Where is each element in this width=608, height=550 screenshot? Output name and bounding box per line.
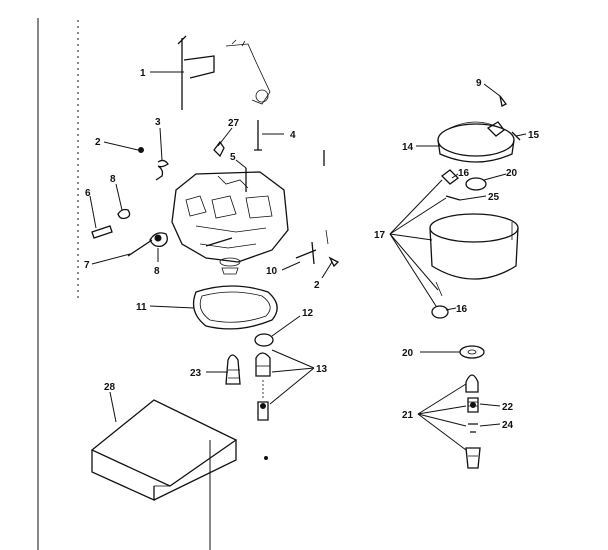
label-27: 27 (228, 118, 240, 129)
part-6-needle-screw (91, 225, 113, 239)
part-23-main-jet (225, 354, 241, 385)
label-24: 24 (502, 420, 514, 431)
dot-mark (264, 456, 268, 460)
label-3: 3 (155, 117, 161, 128)
part-13-nozzle (255, 352, 271, 421)
label-14: 14 (402, 142, 414, 153)
part-21-nozzle-assembly (465, 374, 481, 469)
part-7-idle-needle (127, 239, 153, 257)
part-10-pin (325, 229, 329, 245)
leader-12 (271, 315, 301, 337)
leader-13b (271, 367, 315, 373)
part-20a-seal (465, 177, 487, 191)
leader-17e (389, 233, 437, 307)
part-3-spring (155, 159, 169, 181)
label-23: 23 (190, 368, 202, 379)
leader-20a (483, 173, 507, 181)
leader-2a (103, 141, 139, 151)
label-5: 5 (230, 152, 236, 163)
part-1-throttle-shaft (177, 35, 271, 110)
label-25: 25 (488, 192, 500, 203)
part-14-cover (437, 121, 515, 163)
part-2b-screw (328, 256, 340, 268)
part-10-shaft (295, 241, 317, 265)
leader-6 (89, 195, 97, 229)
part-2-screw (138, 147, 144, 153)
label-20a: 20 (506, 168, 518, 179)
label-28: 28 (104, 382, 116, 393)
leader-5 (235, 159, 247, 169)
part-28-filter-pad (90, 399, 238, 502)
label-2b: 2 (314, 280, 320, 291)
leader-21d (417, 413, 467, 451)
leader-11 (149, 305, 195, 309)
leader-22 (479, 403, 501, 407)
label-4: 4 (290, 130, 296, 141)
label-20b: 20 (402, 348, 414, 359)
leader-10 (281, 261, 301, 271)
label-21: 21 (402, 410, 414, 421)
part-20b-seal (459, 345, 485, 359)
leader-25 (459, 195, 487, 201)
label-7: 7 (84, 260, 90, 271)
leader-21b (417, 405, 467, 415)
label-17: 17 (374, 230, 386, 241)
leader-3 (159, 127, 163, 161)
leader-7 (91, 253, 131, 265)
part-4-shaft (254, 120, 262, 151)
float-bowl (429, 213, 519, 297)
part-8a-spring (117, 208, 131, 220)
leader-8a (115, 183, 123, 211)
label-12: 12 (302, 308, 314, 319)
label-15: 15 (528, 130, 540, 141)
label-8b: 8 (154, 266, 160, 277)
leader-21a (417, 383, 467, 415)
part-16a-clip (441, 169, 459, 185)
leader-17d (389, 233, 439, 291)
leader-16b (445, 307, 457, 311)
part-25-pin (445, 195, 461, 201)
part-11-gasket (192, 285, 278, 330)
carburetor-body (171, 171, 289, 275)
part-8b-washer (149, 232, 168, 248)
label-13: 13 (316, 364, 328, 375)
label-16a: 16 (458, 168, 470, 179)
leader-28 (109, 391, 117, 423)
label-6: 6 (85, 188, 91, 199)
label-10: 10 (266, 266, 278, 277)
label-2a: 2 (95, 137, 101, 148)
leader-21c (417, 413, 467, 427)
leader-17c (389, 233, 433, 241)
leader-17b (389, 197, 447, 235)
leader-17a (389, 179, 443, 235)
label-9: 9 (476, 78, 482, 89)
leader-13c (269, 367, 315, 405)
label-11: 11 (136, 302, 147, 313)
leader-13a (271, 349, 315, 369)
part-8b-center (154, 234, 162, 242)
leader-24 (479, 423, 501, 427)
label-16b: 16 (456, 304, 468, 315)
part-16b-float-valve (431, 305, 449, 319)
label-1: 1 (140, 68, 146, 79)
part-9-screw (499, 95, 507, 107)
label-22: 22 (502, 402, 514, 413)
leader-2b (321, 261, 333, 279)
part-12-gasket (254, 333, 274, 347)
leader-16a (451, 173, 459, 179)
leader-27 (217, 127, 233, 147)
part-27 (213, 140, 225, 158)
leader-9 (483, 83, 501, 97)
leader-15 (515, 133, 527, 137)
label-8a: 8 (110, 174, 116, 185)
